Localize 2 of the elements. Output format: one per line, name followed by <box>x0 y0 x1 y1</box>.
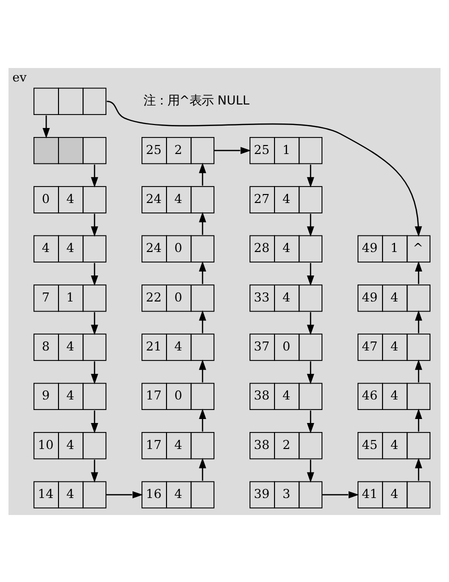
node-label: ev <box>12 70 27 84</box>
label: 注：用^表示 NULL <box>143 93 250 108</box>
